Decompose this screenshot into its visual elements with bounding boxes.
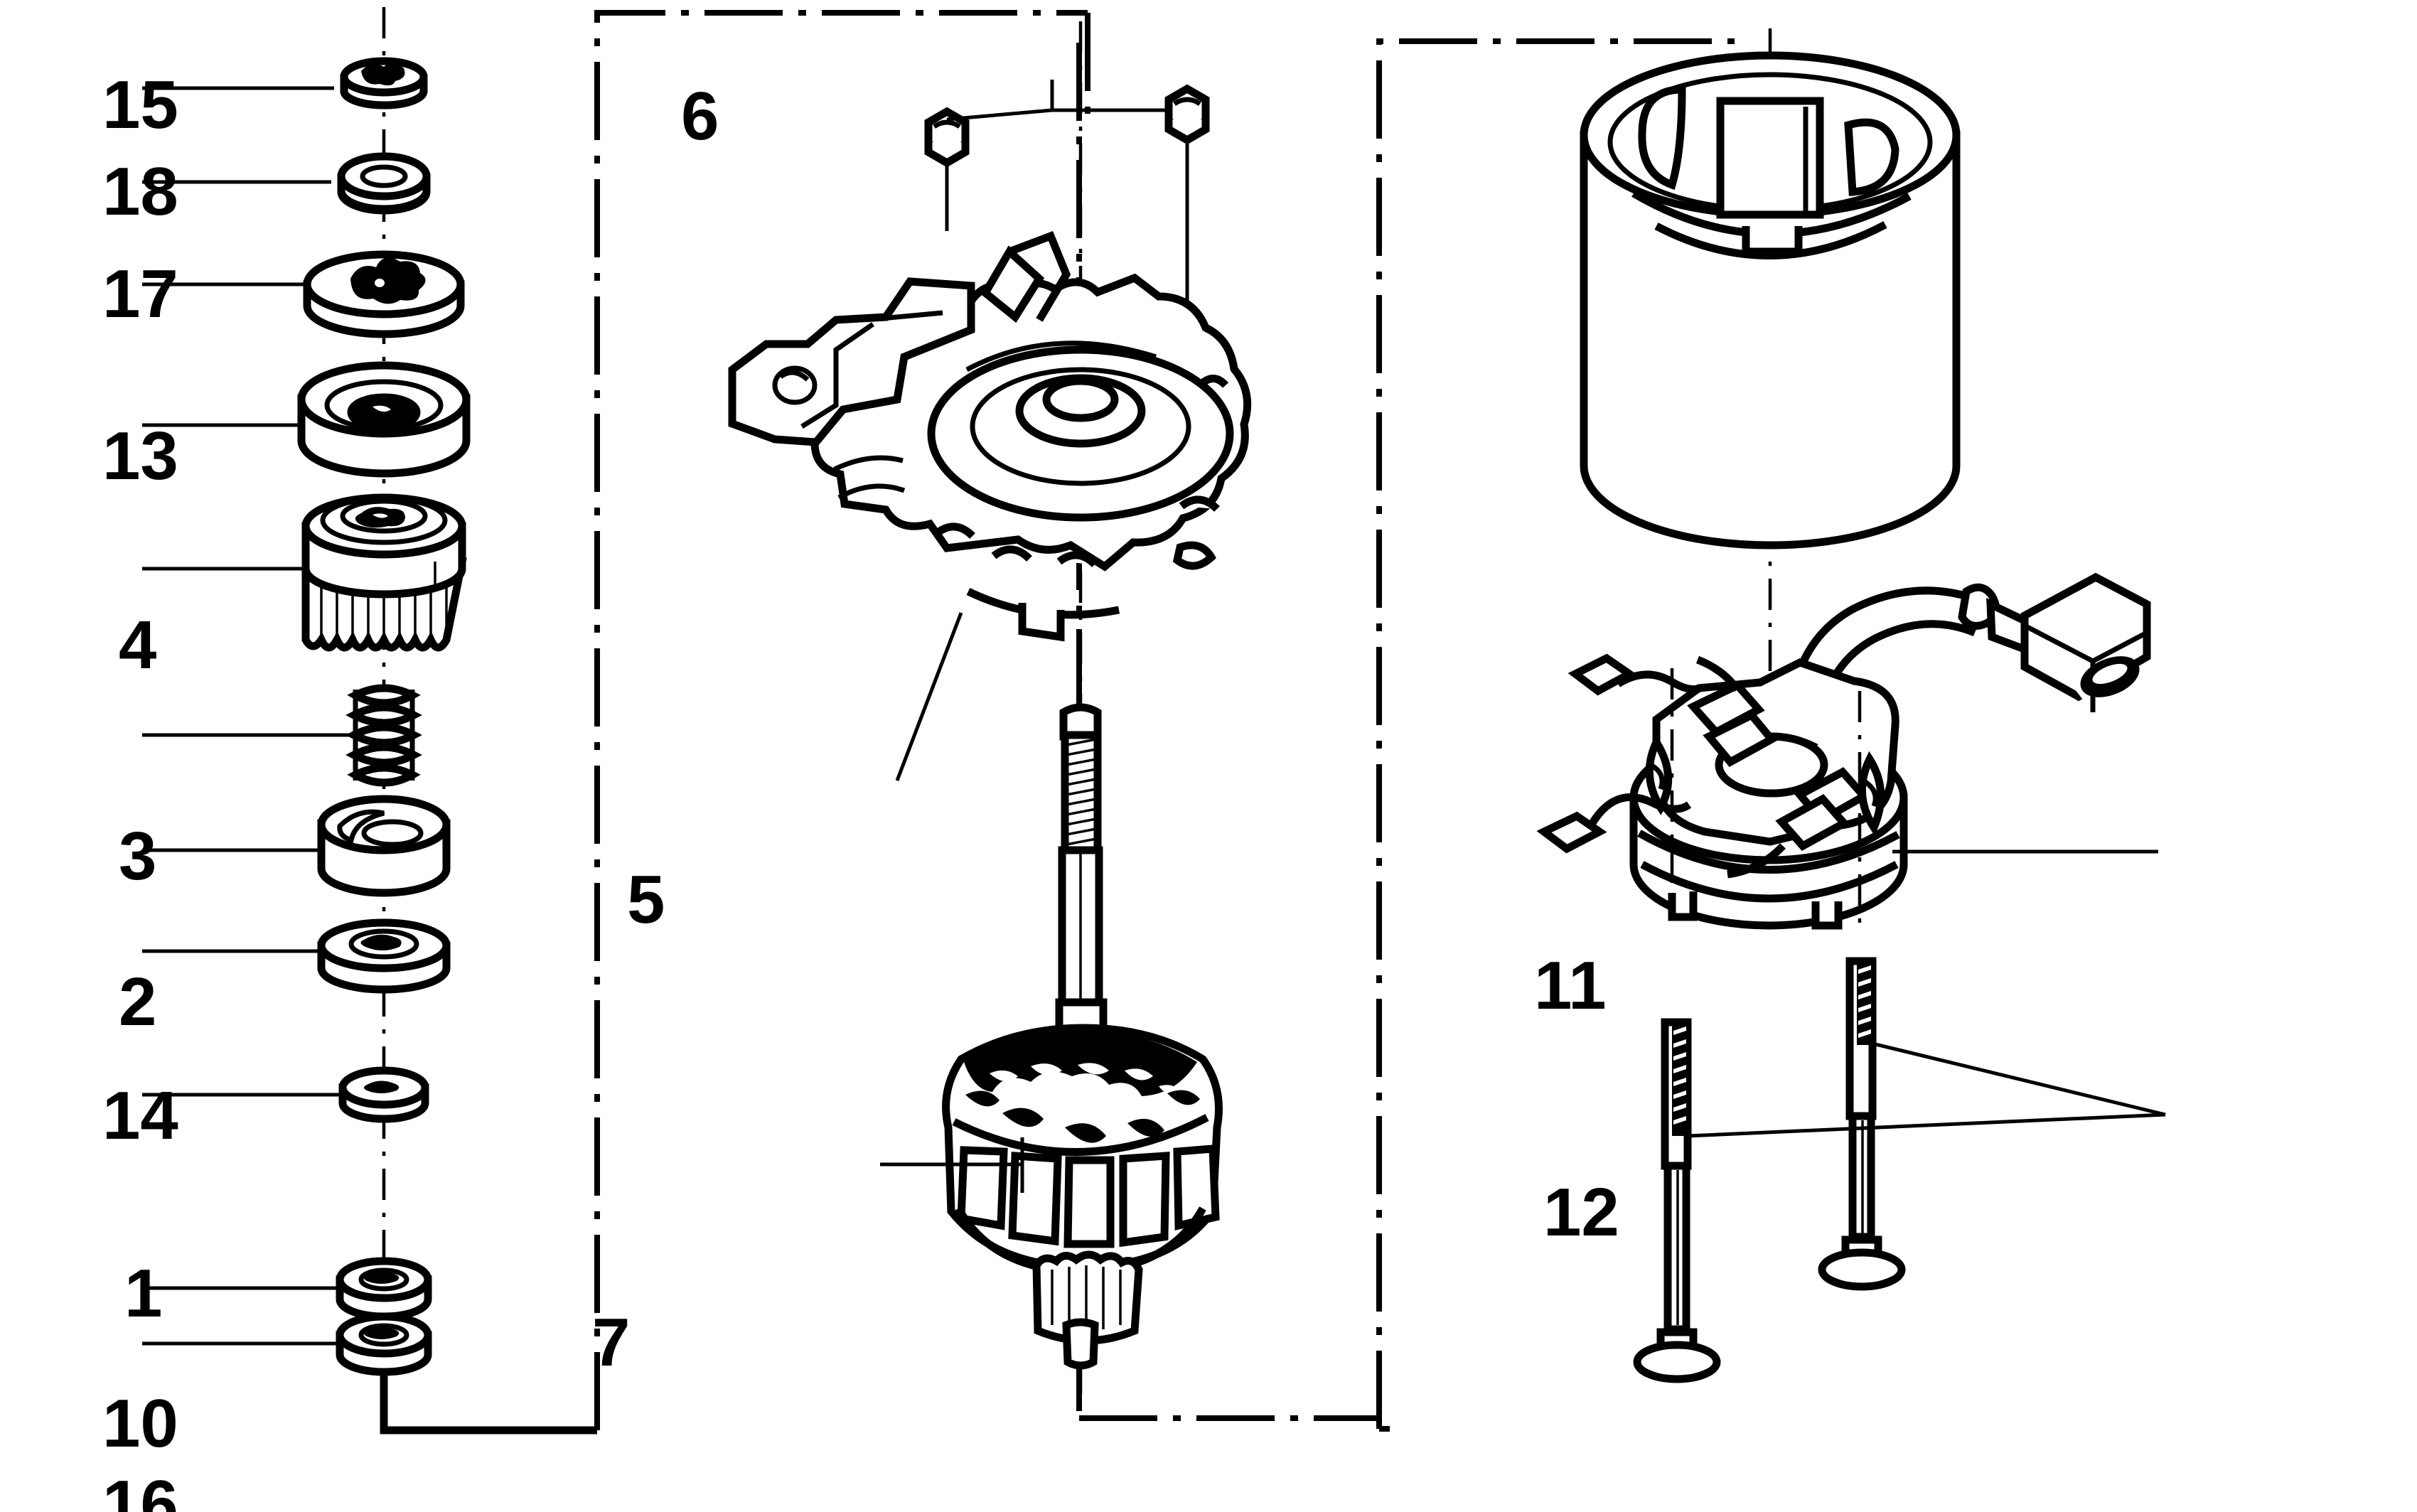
callout-12-leader <box>1687 1041 2166 1138</box>
callout-number-5: 5 <box>627 862 665 938</box>
callout-7-leader <box>880 1137 1024 1193</box>
callout-number-11: 11 <box>1534 948 1606 1024</box>
part-6-hex-nut-left <box>924 107 970 231</box>
part-16-shim-washer <box>336 1312 432 1376</box>
group-border-right <box>1376 38 1735 1432</box>
callout-label-group: 15 18 17 13 4 3 2 14 1 10 16 6 5 7 11 12 <box>102 67 1619 1512</box>
part-4-pinion-gear <box>301 493 467 652</box>
callout-number-7: 7 <box>592 1304 630 1380</box>
callout-number-6: 6 <box>681 78 719 154</box>
part-13-bearing-cup <box>297 361 471 478</box>
callout-5-leader <box>895 612 963 781</box>
connector-plug <box>1958 572 2151 712</box>
callout-leader-lines-left <box>142 86 355 1346</box>
part-3-coil-spring <box>345 684 422 787</box>
callout-number-17: 17 <box>102 256 178 332</box>
group-border-middle <box>594 10 1090 1430</box>
callout-6-leader <box>946 80 1169 122</box>
part-2-retainer-cup <box>317 795 451 897</box>
part-15-nut <box>340 57 428 109</box>
callout-number-15: 15 <box>102 67 178 143</box>
part-1-small-washer <box>338 1066 429 1123</box>
callout-number-12: 12 <box>1543 1174 1619 1250</box>
callout-number-2: 2 <box>119 964 156 1040</box>
callout-number-18: 18 <box>102 154 178 230</box>
part-11-brush-holder <box>1536 653 1908 930</box>
callout-number-14: 14 <box>102 1078 178 1154</box>
part-6-hex-nut-right <box>1164 84 1210 329</box>
callout-number-1: 1 <box>124 1255 162 1331</box>
field-frame-yoke-cylinder <box>1580 51 1961 549</box>
brush-block-group <box>1687 680 1870 851</box>
part-10-shim-washer <box>336 1257 432 1321</box>
part-18-washer-ring <box>337 152 431 215</box>
callout-number-13: 13 <box>102 418 178 494</box>
brush-holder-axis-lines <box>1670 668 1862 924</box>
part-12-through-bolt-left <box>1633 1018 1721 1383</box>
part-17-spline-disc <box>303 250 465 338</box>
callout-number-16: 16 <box>102 1467 178 1512</box>
part-14-thrust-washer <box>317 918 451 994</box>
callout-number-10: 10 <box>102 1385 178 1462</box>
callout-number-3: 3 <box>119 818 156 894</box>
part-5-drive-end-housing <box>728 230 1252 642</box>
part-7-armature <box>942 703 1223 1370</box>
callout-number-4: 4 <box>119 607 156 683</box>
part-12-through-bolt-right <box>1818 957 1906 1291</box>
